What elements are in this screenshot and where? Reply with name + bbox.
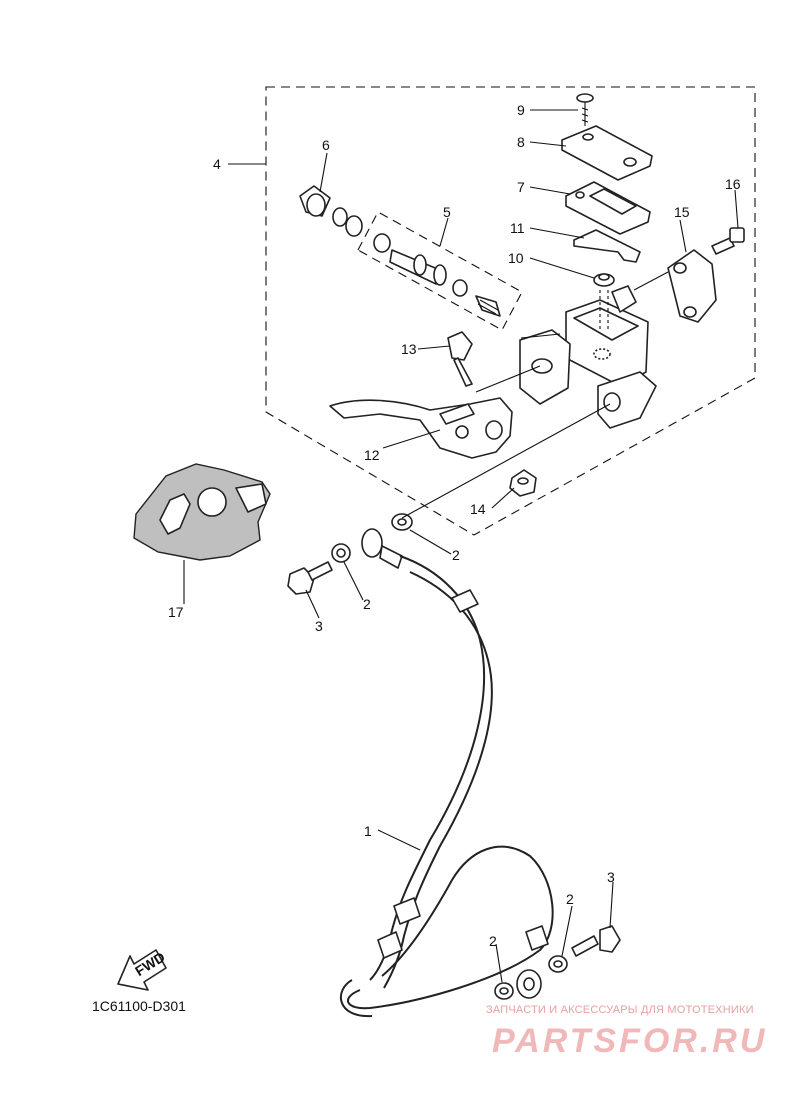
hose-part-1 [339, 528, 554, 1018]
leader-lines [183, 109, 739, 983]
washer-part-2-low-right [548, 955, 568, 973]
callout-2c: 2 [566, 891, 574, 907]
callout-3a: 3 [315, 618, 323, 634]
boot-part [299, 185, 363, 237]
washer-part-2-upper [391, 513, 413, 531]
plate-part-11 [573, 229, 641, 263]
callout-4: 4 [213, 156, 221, 172]
callout-15: 15 [674, 204, 690, 220]
drawing-code: 1C61100-D301 [92, 998, 186, 1014]
banjo-bolt-part-3-lower [571, 925, 621, 957]
piston-kit-boundary [357, 211, 523, 331]
callout-10: 10 [508, 250, 524, 266]
screw-part-9 [576, 93, 594, 126]
watermark-tagline: ЗАПЧАСТИ И АКСЕССУАРЫ ДЛЯ МОТОТЕХНИКИ [486, 1004, 754, 1016]
callout-5: 5 [443, 204, 451, 220]
callout-16: 16 [725, 176, 741, 192]
fwd-arrow-icon: FWD [117, 949, 168, 991]
callout-9: 9 [517, 102, 525, 118]
banjo-bolt-part-3-upper [287, 561, 333, 595]
callout-3b: 3 [607, 869, 615, 885]
washer-part-2-low-left [494, 982, 514, 1000]
bolt-part-16 [711, 227, 745, 255]
callout-14: 14 [470, 501, 486, 517]
washer-part-2-mid [331, 543, 351, 563]
callout-6: 6 [322, 137, 330, 153]
callout-11: 11 [510, 220, 525, 236]
callout-8: 8 [517, 134, 525, 150]
callout-12: 12 [364, 447, 380, 463]
callout-2b: 2 [363, 596, 371, 612]
callout-13: 13 [401, 341, 417, 357]
float-part-10 [593, 273, 615, 287]
cover-part-17 [133, 463, 271, 561]
diaphragm-part-7 [565, 181, 651, 235]
watermark-brand: PARTSFOR.RU [492, 1022, 768, 1060]
callout-1: 1 [364, 823, 372, 839]
piston-kit-part [373, 233, 501, 317]
pivot-bolt-part-13 [447, 331, 473, 387]
callout-2a: 2 [452, 547, 460, 563]
master-cylinder-body [519, 285, 657, 429]
callout-17: 17 [168, 604, 184, 620]
assembly-boundary [265, 86, 756, 536]
callout-2d: 2 [489, 933, 497, 949]
lever-part-12 [329, 397, 513, 459]
cap-part-8 [561, 125, 653, 181]
nut-part-14 [509, 469, 537, 497]
callout-7: 7 [517, 179, 525, 195]
clamp-part-15 [667, 249, 717, 323]
